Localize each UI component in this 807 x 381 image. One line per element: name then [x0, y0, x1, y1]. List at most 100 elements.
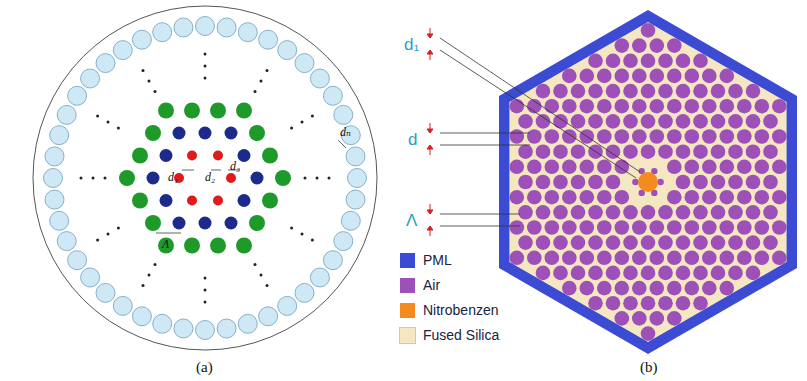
air-hole [238, 194, 251, 207]
air-hole [96, 115, 99, 118]
air-hole [571, 144, 586, 159]
air-hole [213, 196, 223, 206]
air-hole [174, 319, 193, 338]
air-hole [57, 105, 76, 124]
air-hole [728, 175, 743, 190]
air-hole [588, 296, 603, 311]
air-hole [348, 169, 367, 188]
air-hole [510, 190, 525, 205]
air-hole [728, 84, 743, 99]
air-hole [632, 281, 647, 296]
air-hole [728, 144, 743, 159]
air-hole [641, 235, 656, 250]
air-hole [571, 205, 586, 220]
air-hole [571, 235, 586, 250]
air-hole [623, 114, 638, 129]
air-hole [641, 84, 656, 99]
air-hole [632, 220, 647, 235]
air-hole [588, 266, 603, 281]
fiber-a-holes [44, 17, 367, 340]
air-hole [667, 38, 682, 53]
air-hole [632, 311, 647, 326]
air-hole [737, 250, 752, 265]
air-hole [545, 250, 560, 265]
air-hole [720, 69, 735, 84]
air-hole [763, 235, 778, 250]
air-hole [658, 144, 673, 159]
air-hole [334, 105, 353, 124]
air-hole [225, 217, 238, 230]
air-hole [755, 250, 770, 265]
air-hole [553, 235, 568, 250]
air-hole [657, 179, 663, 185]
air-hole [693, 266, 708, 281]
air-hole [746, 235, 761, 250]
air-hole [278, 296, 297, 315]
air-hole [580, 250, 595, 265]
air-hole [588, 54, 603, 69]
air-hole [104, 177, 107, 180]
air-hole [132, 30, 151, 49]
air-hole [510, 99, 525, 114]
air-hole [518, 175, 533, 190]
air-hole [553, 84, 568, 99]
air-hole [45, 147, 64, 166]
air-hole [553, 266, 568, 281]
air-hole [763, 175, 778, 190]
air-hole [720, 250, 735, 265]
air-hole [623, 235, 638, 250]
air-hole [204, 301, 207, 304]
air-hole [518, 114, 533, 129]
air-hole [711, 144, 726, 159]
air-hole [266, 284, 269, 287]
dimension-label: Λ [406, 212, 417, 229]
air-hole [746, 84, 761, 99]
air-hole [702, 250, 717, 265]
dimension-label: Λ [162, 238, 169, 250]
air-hole [301, 121, 304, 124]
air-hole [693, 175, 708, 190]
air-hole [693, 205, 708, 220]
air-hole [196, 321, 215, 340]
air-hole [702, 129, 717, 144]
air-hole [199, 127, 212, 140]
air-hole [650, 220, 665, 235]
air-hole [641, 205, 656, 220]
air-hole [641, 54, 656, 69]
air-hole [658, 266, 673, 281]
air-hole [615, 190, 630, 205]
air-hole [562, 281, 577, 296]
air-hole [204, 77, 207, 80]
legend-swatch [400, 253, 415, 268]
air-hole [597, 220, 612, 235]
air-hole [737, 160, 752, 175]
air-hole [746, 266, 761, 281]
air-hole [623, 144, 638, 159]
dimension-label: dₙ [340, 126, 351, 138]
air-hole [96, 54, 115, 73]
air-hole [632, 250, 647, 265]
air-hole [676, 114, 691, 129]
air-hole [711, 175, 726, 190]
air-hole [658, 114, 673, 129]
air-hole [720, 160, 735, 175]
air-hole [278, 41, 297, 60]
air-hole [580, 190, 595, 205]
air-hole [210, 238, 226, 254]
air-hole [132, 193, 148, 209]
air-hole [262, 193, 278, 209]
dimension-label: d [408, 131, 417, 148]
air-hole [720, 281, 735, 296]
air-hole [737, 129, 752, 144]
air-hole [160, 149, 173, 162]
air-hole [667, 190, 682, 205]
air-hole [81, 268, 100, 287]
air-hole [606, 266, 621, 281]
air-hole [632, 38, 647, 53]
air-hole [755, 220, 770, 235]
air-hole [295, 283, 314, 302]
air-hole [615, 129, 630, 144]
air-hole [772, 250, 787, 265]
air-hole [693, 114, 708, 129]
air-hole [702, 99, 717, 114]
